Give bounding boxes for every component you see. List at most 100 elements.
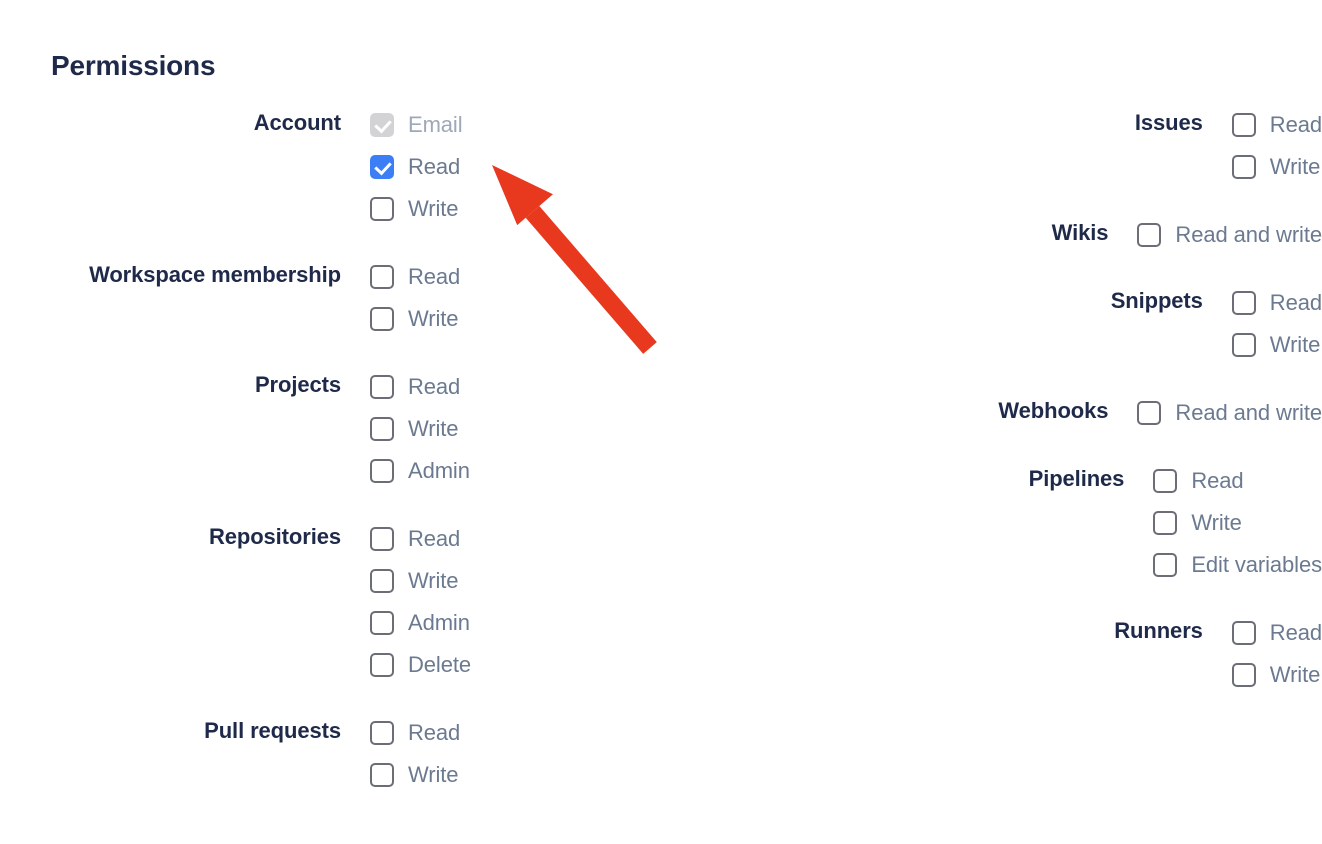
- permission-row-pipelines-edit-variables[interactable]: Edit variables: [1153, 544, 1322, 586]
- permission-row-projects-read[interactable]: Read: [370, 366, 470, 408]
- permission-row-issues-read[interactable]: Read: [1231, 104, 1322, 146]
- permission-group-label-account: Account: [253, 110, 341, 135]
- checkbox-account-read[interactable]: [370, 155, 394, 179]
- checkbox-label-projects-read: Read: [408, 374, 461, 399]
- permission-group-label-workspace-membership: Workspace membership: [89, 262, 341, 287]
- checkbox-pipelines-read[interactable]: [1153, 469, 1178, 493]
- permission-row-projects-write[interactable]: Write: [370, 408, 470, 450]
- permission-group-label-projects: Projects: [254, 372, 341, 397]
- checkbox-runners-write[interactable]: [1231, 663, 1256, 687]
- permission-row-issues-write[interactable]: Write: [1231, 146, 1322, 188]
- checkbox-label-snippets-read: Read: [1269, 290, 1322, 315]
- checkbox-workspace-membership-read[interactable]: [370, 265, 394, 289]
- page-title: Permissions: [51, 50, 216, 81]
- permission-row-pull-requests-read[interactable]: Read: [370, 712, 460, 754]
- permission-row-account-email[interactable]: Email: [370, 104, 463, 146]
- permission-row-runners-write[interactable]: Write: [1231, 654, 1322, 696]
- permission-row-pull-requests-write[interactable]: Write: [370, 754, 460, 796]
- checkbox-projects-admin[interactable]: [370, 459, 394, 483]
- permission-row-repositories-write[interactable]: Write: [370, 560, 471, 602]
- checkbox-label-projects-write: Write: [408, 416, 459, 441]
- checkbox-webhooks-read-and-write[interactable]: [1137, 401, 1162, 425]
- permission-row-repositories-read[interactable]: Read: [370, 518, 471, 560]
- permission-options-wikis: Read and write: [1137, 214, 1322, 256]
- checkbox-repositories-read[interactable]: [370, 527, 394, 551]
- permission-group-label-pull-requests: Pull requests: [204, 718, 341, 743]
- checkbox-label-account-write: Write: [408, 196, 459, 221]
- checkbox-label-repositories-delete: Delete: [408, 652, 471, 677]
- checkbox-label-repositories-write: Write: [408, 568, 459, 593]
- permission-row-runners-read[interactable]: Read: [1231, 612, 1322, 654]
- checkbox-workspace-membership-write[interactable]: [370, 307, 394, 331]
- checkbox-pull-requests-write[interactable]: [370, 763, 394, 787]
- permission-row-projects-admin[interactable]: Admin: [370, 450, 470, 492]
- checkbox-snippets-read[interactable]: [1231, 291, 1256, 315]
- checkbox-pipelines-edit-variables[interactable]: [1153, 553, 1178, 577]
- permission-row-webhooks-read-and-write[interactable]: Read and write: [1137, 392, 1322, 434]
- checkbox-issues-read[interactable]: [1231, 113, 1256, 137]
- permission-row-pipelines-write[interactable]: Write: [1153, 502, 1322, 544]
- permission-group-label-issues: Issues: [1134, 110, 1203, 135]
- checkbox-projects-read[interactable]: [370, 375, 394, 399]
- permission-group-label-wikis: Wikis: [1051, 220, 1109, 245]
- checkbox-snippets-write[interactable]: [1231, 333, 1256, 357]
- checkbox-account-email: [370, 113, 394, 137]
- permission-row-workspace-membership-read[interactable]: Read: [370, 256, 460, 298]
- checkbox-label-repositories-admin: Admin: [408, 610, 470, 635]
- checkbox-repositories-write[interactable]: [370, 569, 394, 593]
- checkbox-label-account-read: Read: [408, 154, 461, 179]
- checkbox-label-issues-write: Write: [1269, 154, 1321, 179]
- checkbox-issues-write[interactable]: [1231, 155, 1256, 179]
- checkbox-projects-write[interactable]: [370, 417, 394, 441]
- permission-row-wikis-read-and-write[interactable]: Read and write: [1137, 214, 1322, 256]
- checkbox-account-write[interactable]: [370, 197, 394, 221]
- checkbox-label-workspace-membership-write: Write: [408, 306, 459, 331]
- checkbox-pipelines-write[interactable]: [1153, 511, 1178, 535]
- permission-row-pipelines-read[interactable]: Read: [1153, 460, 1322, 502]
- checkbox-repositories-admin[interactable]: [370, 611, 394, 635]
- permission-group-wikis: Wikis Read and write: [660, 214, 1322, 256]
- checkbox-label-webhooks-read-and-write: Read and write: [1175, 400, 1322, 425]
- permission-group-label-pipelines: Pipelines: [1028, 466, 1125, 491]
- permission-row-snippets-read[interactable]: Read: [1231, 282, 1322, 324]
- permission-group-label-repositories: Repositories: [208, 524, 341, 549]
- permission-row-snippets-write[interactable]: Write: [1231, 324, 1322, 366]
- permission-row-account-write[interactable]: Write: [370, 188, 463, 230]
- checkbox-pull-requests-read[interactable]: [370, 721, 394, 745]
- checkbox-label-issues-read: Read: [1269, 112, 1322, 137]
- permission-row-workspace-membership-write[interactable]: Write: [370, 298, 460, 340]
- checkbox-label-pipelines-read: Read: [1191, 468, 1244, 493]
- checkbox-label-pipelines-write: Write: [1191, 510, 1242, 535]
- checkbox-runners-read[interactable]: [1231, 621, 1256, 645]
- permission-row-repositories-delete[interactable]: Delete: [370, 644, 471, 686]
- checkbox-label-runners-write: Write: [1269, 662, 1321, 687]
- permission-row-repositories-admin[interactable]: Admin: [370, 602, 471, 644]
- checkbox-label-snippets-write: Write: [1269, 332, 1321, 357]
- checkbox-label-runners-read: Read: [1269, 620, 1322, 645]
- permission-row-account-read[interactable]: Read: [370, 146, 463, 188]
- checkbox-label-repositories-read: Read: [408, 526, 461, 551]
- checkbox-wikis-read-and-write[interactable]: [1137, 223, 1162, 247]
- checkbox-label-workspace-membership-read: Read: [408, 264, 461, 289]
- checkbox-repositories-delete[interactable]: [370, 653, 394, 677]
